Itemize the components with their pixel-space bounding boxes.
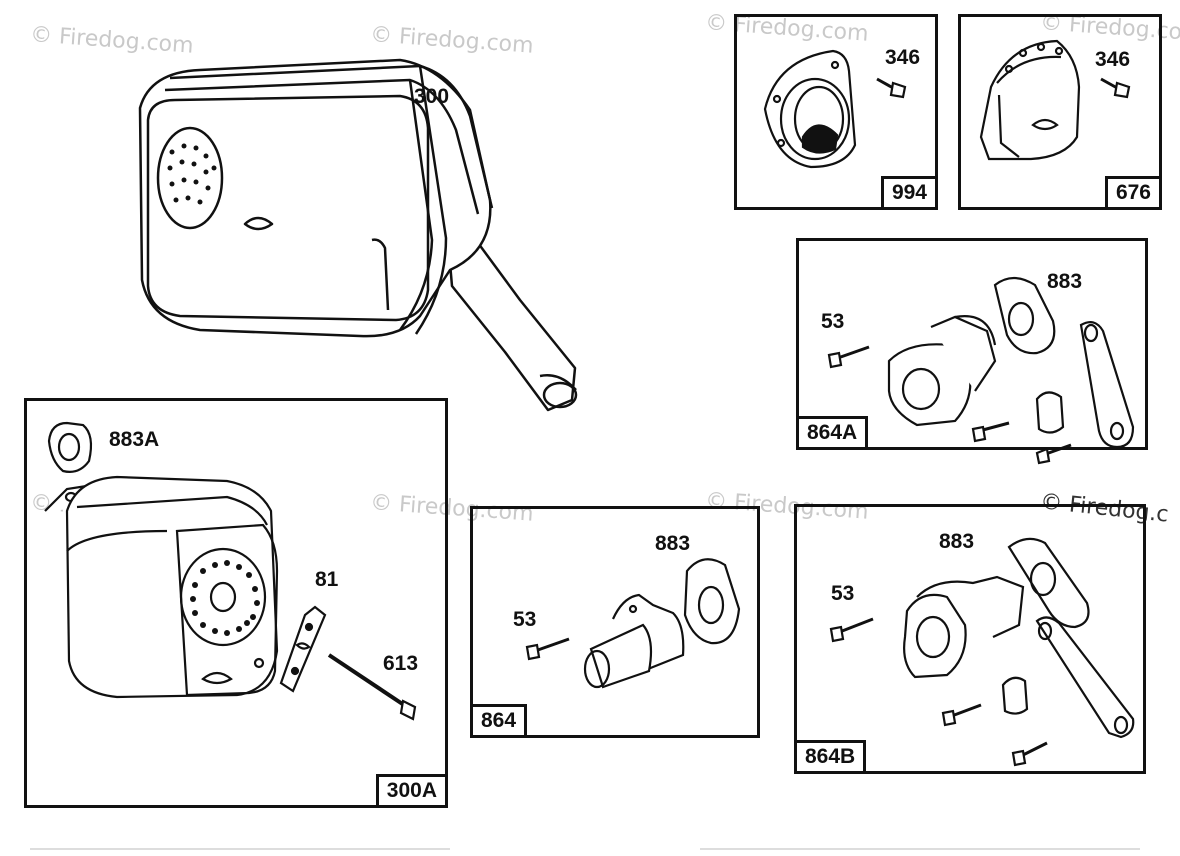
kit-label-864b: 864B [794,740,867,774]
deflector-676-icon [979,39,1131,161]
part-number-81: 81 [315,568,339,591]
divider [30,848,450,850]
panel-300a: 883A 81 613 300A [24,398,448,808]
part-number-883a: 883A [109,428,160,451]
panel-864: 883 53 864 [470,506,760,738]
part-number-883: 883 [939,530,975,553]
panel-676: 346 676 [958,14,1162,210]
part-number-53: 53 [831,582,855,605]
adapter-864-icon [525,558,741,689]
part-number-346: 346 [1095,48,1131,71]
kit-label-994: 994 [880,176,938,210]
panel-864a: 883 53 864A [796,238,1148,465]
deflector-994-icon [763,49,907,169]
part-number-883: 883 [655,532,691,555]
panel-864b: 883 53 864B [794,504,1146,774]
part-number-346: 346 [885,46,921,69]
adapter-864a-icon [827,276,1135,465]
part-number-883: 883 [1047,270,1083,293]
part-number-53: 53 [821,310,845,333]
divider [700,848,1140,850]
part-number-53: 53 [513,608,537,631]
kit-label-300a: 300A [375,774,448,808]
part-number-300: 300 [414,85,450,108]
part-number-613: 613 [383,652,419,675]
kit-label-676: 676 [1104,176,1162,210]
adapter-864b-icon [829,537,1135,767]
muffler-kit-300a-icon [44,421,417,721]
kit-label-864a: 864A [796,416,869,450]
panel-994: 346 994 [734,14,938,210]
kit-label-864: 864 [470,704,528,738]
